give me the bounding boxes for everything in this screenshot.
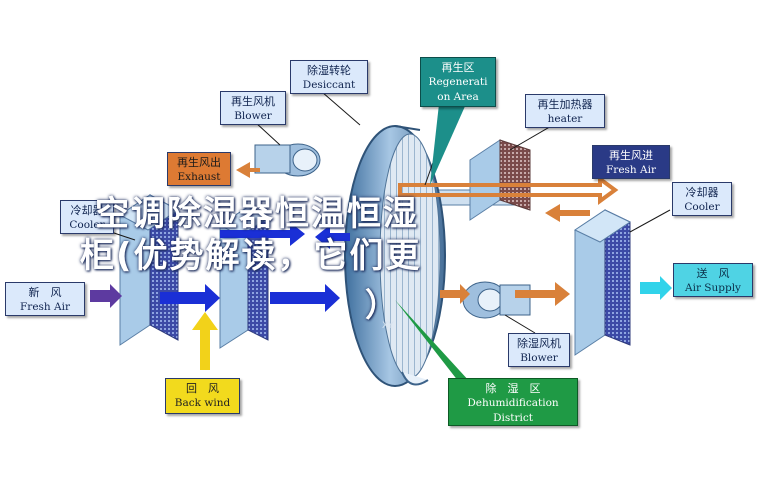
overlay-title-line2: 柜(优势解读，它们更 [80, 236, 422, 276]
flow-arrows [90, 162, 672, 370]
wheel-drive [401, 371, 429, 386]
cooler-block-left [219, 206, 269, 349]
regeneration-blower [254, 143, 321, 177]
dehumidification-blower [462, 281, 531, 319]
regeneration-heater-block [469, 139, 531, 221]
regen-area-leader [430, 95, 470, 185]
district-leader [395, 300, 470, 386]
svg-text:XY: XY [382, 321, 394, 331]
cooler-block-right [573, 209, 632, 356]
overlay-title-line1: 空调除湿器恒温恒湿 [95, 194, 419, 234]
overlay-title-line3: ） [365, 286, 400, 324]
